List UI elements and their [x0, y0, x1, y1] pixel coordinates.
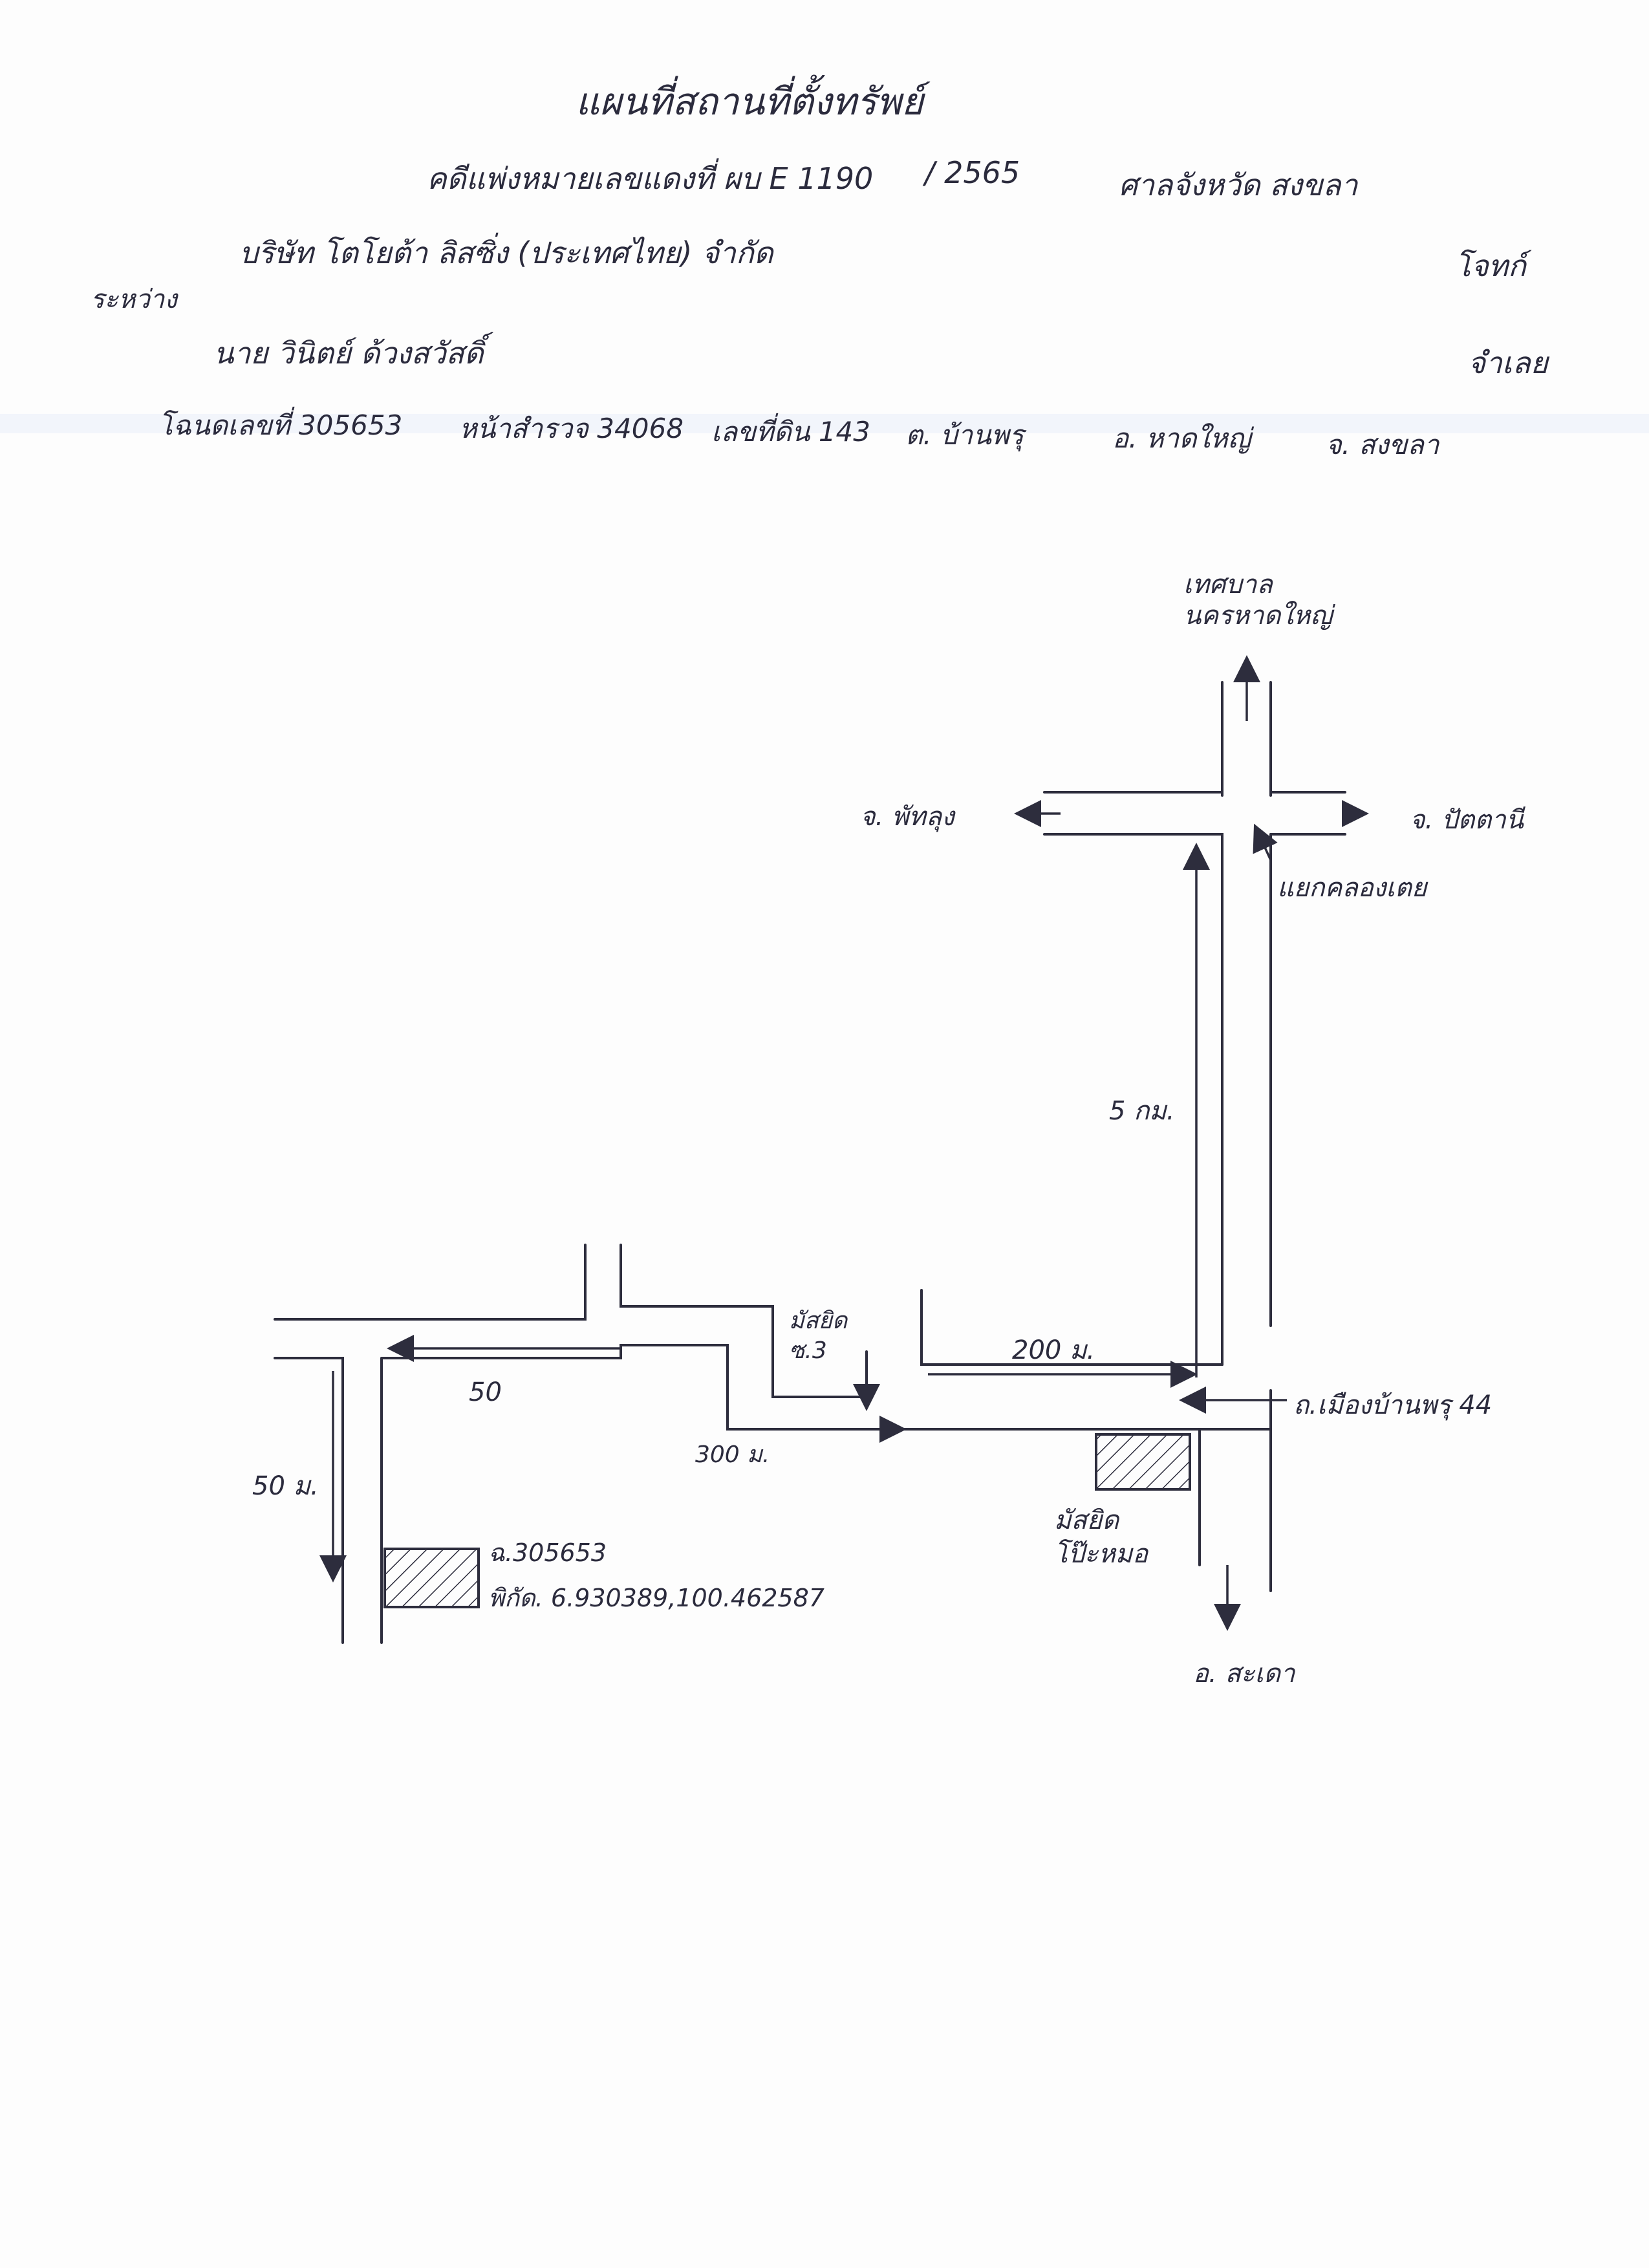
- plaintiff-name: บริษัท โตโยต้า ลิสซิ่ง (ประเทศไทย) จำกัด: [239, 235, 773, 270]
- province: จ. สงขลา: [1326, 429, 1439, 460]
- label-to-phatthalung: จ. พัทลุง: [860, 802, 954, 832]
- label-junction: แยกคลองเตย: [1277, 873, 1427, 903]
- arrows: [319, 655, 1369, 1631]
- survey-page: หน้าสำรวจ 34068: [459, 413, 684, 444]
- label-parcel-coords: พิกัด. 6.930389,100.462587: [488, 1584, 824, 1612]
- case-year: / 2565: [925, 155, 1020, 190]
- district: อ. หาดใหญ่: [1112, 422, 1251, 454]
- label-200m: 200 ม.: [1012, 1335, 1095, 1365]
- label-to-sadao: อ. สะเดา: [1193, 1659, 1295, 1689]
- defendant-name: นาย วินิตย์ ด้วงสวัสดิ์: [213, 336, 484, 371]
- label-parcel-deed: ฉ.305653: [488, 1539, 607, 1567]
- main-highway: [920, 681, 1346, 1592]
- label-50m: 50 ม.: [252, 1471, 319, 1501]
- scan-artifact: [0, 414, 1649, 433]
- label-road-name: ถ.เมืองบ้านพรุ 44: [1293, 1390, 1493, 1420]
- defendant-role: จำเลย: [1468, 345, 1548, 380]
- label-to-pattani: จ. ปัตตานี: [1410, 805, 1524, 835]
- subdistrict: ต. บ้านพรุ: [905, 419, 1024, 451]
- label-5km: 5 กม.: [1109, 1096, 1175, 1126]
- mosque-block: [1095, 1433, 1191, 1491]
- plaintiff-role: โจทก์: [1455, 248, 1526, 283]
- label-mosque-pohmor: มัสยิด โป๊ะหมอ: [1054, 1506, 1148, 1569]
- land-number: เลขที่ดิน 143: [711, 416, 870, 448]
- deed-number: โฉนดเลขที่ 305653: [158, 409, 403, 441]
- arrow-junction: [1253, 823, 1278, 861]
- label-mosque-soi3: มัสยิด ซ.3: [789, 1308, 848, 1364]
- between-label: ระหว่าง: [91, 285, 177, 314]
- label-municipality: เทศบาล นครหาดใหญ่: [1183, 570, 1333, 631]
- map-title: แผนที่สถานที่ตั้งทรัพย์: [576, 80, 923, 124]
- label-300m: 300 ม.: [695, 1442, 770, 1468]
- case-number: คดีแพ่งหมายเลขแดงที่ ผบ E 1190: [427, 161, 874, 196]
- parcel-block: [383, 1548, 480, 1608]
- court-name: ศาลจังหวัด สงขลา: [1119, 167, 1358, 202]
- label-50: 50: [469, 1377, 502, 1407]
